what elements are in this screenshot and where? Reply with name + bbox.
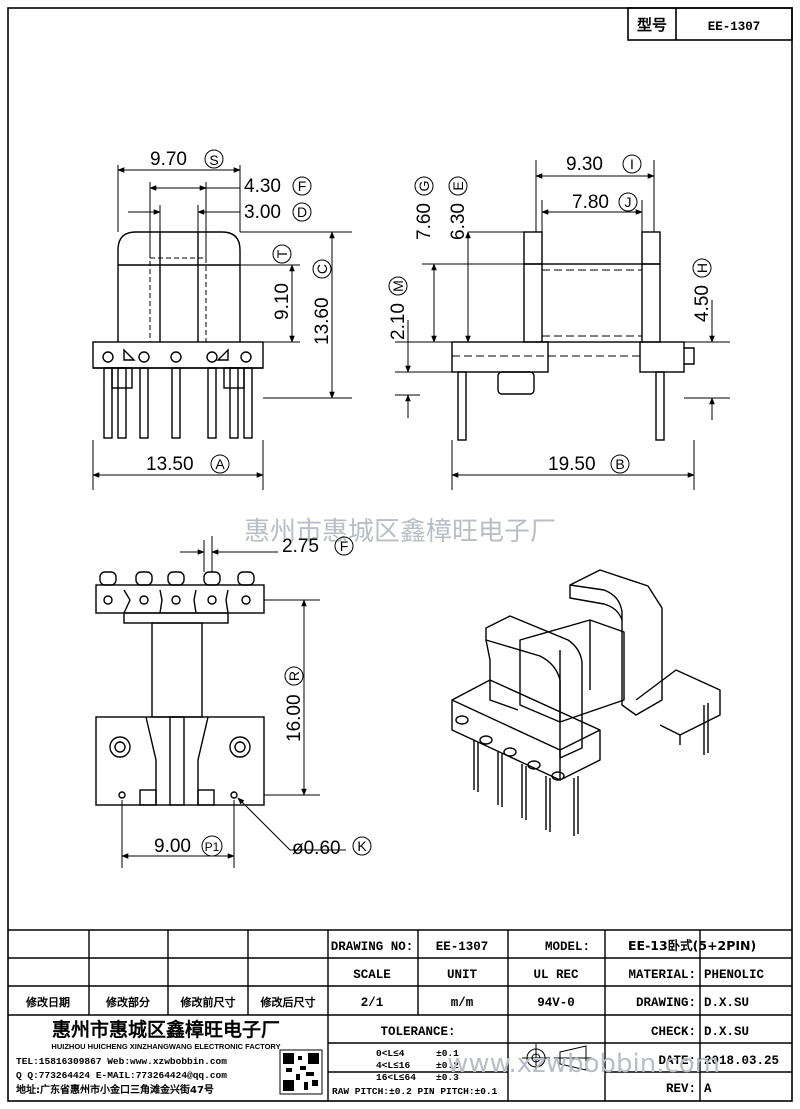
dim-m-value: 2.10: [388, 303, 409, 340]
svg-text:A: A: [215, 456, 225, 472]
ul-rec-label: UL REC: [533, 968, 579, 982]
unit-value: m/m: [451, 996, 474, 1010]
side-view-labels: 9.30 I 7.80 J 7.60 G 6.30 E 2.10 M 4.50 …: [388, 154, 713, 475]
side-view-dimensions: [395, 160, 730, 490]
date-label: DATE:: [658, 1054, 696, 1068]
drawing-no-label: DRAWING NO:: [331, 940, 414, 954]
dim-s-value: 9.70: [150, 149, 187, 170]
rev-col-date: 修改日期: [25, 995, 70, 1009]
bottom-view: [95, 571, 265, 806]
model-number: EE-1307: [708, 20, 761, 34]
side-view: [451, 231, 695, 441]
model-value: EE-13卧式(5+2PIN): [628, 938, 756, 953]
material-label: MATERIAL:: [628, 968, 696, 982]
rev-col-before: 修改前尺寸: [180, 995, 236, 1009]
svg-text:J: J: [625, 194, 632, 210]
svg-text:M: M: [390, 280, 406, 292]
dim-f2-value: 2.75: [282, 536, 319, 557]
tol-value-3: ±0.3: [436, 1072, 459, 1083]
dim-g-value: 7.60: [414, 203, 435, 240]
front-view: [92, 231, 264, 439]
svg-text:E: E: [450, 181, 466, 190]
dim-b-value: 19.50: [548, 454, 596, 475]
ul-rec-value: 94V-0: [537, 996, 575, 1010]
material-value: PHENOLIC: [704, 968, 765, 982]
tol-value-1: ±0.1: [436, 1048, 459, 1059]
rev-label: REV:: [666, 1082, 696, 1096]
svg-text:S: S: [209, 152, 218, 168]
svg-text:C: C: [314, 264, 330, 274]
dim-p1-value: 9.00: [154, 836, 191, 857]
drawing-no-value: EE-1307: [436, 940, 489, 954]
bottom-view-dimensions: [121, 536, 346, 868]
company-qq: Q Q:773264424 E-MAIL:773264424@qq.com: [16, 1070, 227, 1081]
svg-text:H: H: [694, 263, 710, 273]
sheet-border: [7, 7, 793, 1102]
check-value: D.X.SU: [704, 1025, 749, 1039]
watermark: 惠州市惠城区鑫樟旺电子厂: [244, 517, 556, 547]
scale-value: 2/1: [361, 996, 384, 1010]
dim-r-value: 16.00: [284, 694, 305, 742]
pitch-note: RAW PITCH:±0.2 PIN PITCH:±0.1: [332, 1086, 498, 1097]
dim-k-value: ø0.60: [292, 838, 341, 859]
company-tel: TEL:15816309867 Web:www.xzwbobbin.com: [16, 1056, 227, 1067]
tol-value-2: ±0.2: [436, 1060, 459, 1071]
title-block: [8, 929, 792, 1101]
check-label: CHECK:: [651, 1025, 696, 1039]
tol-range-2: 4<L≤16: [376, 1060, 411, 1071]
dim-d-value: 3.00: [244, 202, 281, 223]
dim-j-value: 7.80: [572, 192, 609, 213]
company-name-cn: 惠州市惠城区鑫樟旺电子厂: [52, 1018, 280, 1041]
qr-code-icon: [279, 1049, 323, 1095]
dim-f-value: 4.30: [244, 176, 281, 197]
company-name-en: HUIZHOU HUICHENG XINZHANGWANG ELECTRONIC…: [51, 1042, 280, 1051]
svg-text:I: I: [630, 156, 634, 172]
bottom-view-labels: 2.75 F 16.00 R 9.00 P1 ø0.60 K: [154, 536, 372, 859]
dim-t-value: 9.10: [272, 283, 293, 320]
scale-label: SCALE: [353, 968, 391, 982]
dim-a-value: 13.50: [146, 454, 194, 475]
company-block: 惠州市惠城区鑫樟旺电子厂 HUIZHOU HUICHENG XINZHANGWA…: [16, 1018, 323, 1096]
svg-text:P1: P1: [205, 840, 220, 854]
rev-col-part: 修改部分: [105, 995, 150, 1009]
tol-range-3: 16<L≤64: [376, 1072, 416, 1083]
svg-text:R: R: [286, 671, 302, 681]
model-label: MODEL:: [545, 940, 590, 954]
dim-h-value: 4.50: [692, 285, 713, 322]
svg-text:K: K: [357, 838, 367, 854]
dim-i-value: 9.30: [566, 154, 603, 175]
footer-url-watermark: www.xzwbobbin.com: [447, 1049, 720, 1079]
title-block-text: DRAWING NO: EE-1307 MODEL: EE-13卧式(5+2PI…: [25, 938, 779, 1097]
svg-text:B: B: [615, 456, 624, 472]
unit-label: UNIT: [447, 968, 478, 982]
svg-text:D: D: [297, 204, 307, 220]
svg-text:F: F: [298, 178, 307, 194]
front-view-dimensions: [92, 165, 352, 490]
dim-c-value: 13.60: [312, 297, 333, 345]
tol-range-1: 0<L≤4: [376, 1048, 405, 1059]
svg-text:G: G: [416, 181, 432, 192]
projection-symbol-icon: [522, 1044, 592, 1072]
model-header: 型号 EE-1307: [627, 7, 793, 41]
date-value: 2018.03.25: [704, 1054, 779, 1068]
svg-text:T: T: [274, 249, 290, 258]
rev-value: A: [704, 1082, 712, 1096]
type-label: 型号: [637, 16, 667, 34]
rev-col-after: 修改后尺寸: [260, 995, 316, 1009]
front-view-labels: 9.70 S 4.30 F 3.00 D 9.10 T 13.60 C 13.5…: [146, 149, 333, 475]
svg-text:F: F: [340, 538, 349, 554]
isometric-view: [451, 569, 721, 836]
drawing-label: DRAWING:: [636, 996, 696, 1010]
company-address: 地址:广东省惠州市小金口三角滩金兴街47号: [16, 1083, 214, 1096]
drawing-value: D.X.SU: [704, 996, 749, 1010]
dim-e-value: 6.30: [448, 203, 469, 240]
tolerance-label: TOLERANCE:: [380, 1025, 455, 1039]
